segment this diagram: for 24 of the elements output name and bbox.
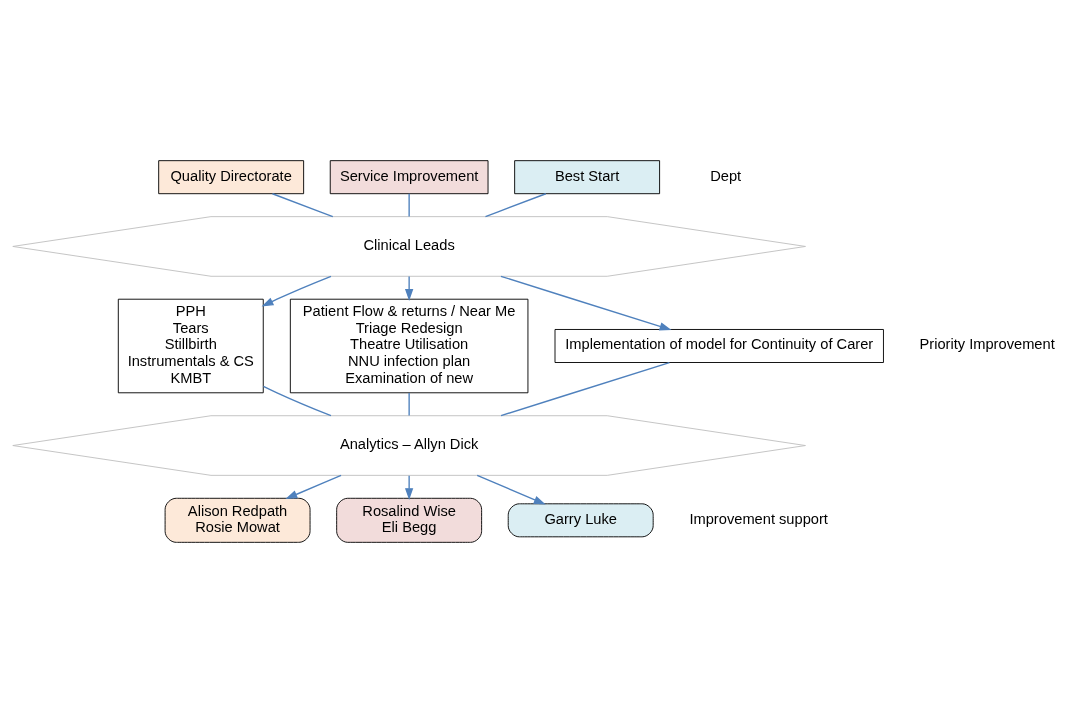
label: Dept xyxy=(710,167,742,184)
label: Improvement support xyxy=(689,510,828,527)
node-box: PPH Tears Stillbirth Instrumentals & CS KMBT xyxy=(117,298,264,394)
arrow xyxy=(404,275,414,301)
connector xyxy=(408,193,410,218)
arrow xyxy=(261,275,332,307)
arrow xyxy=(476,474,546,505)
node-box: Patient Flow & returns / Near Me Triage Redesign Theatre Utilisation NNU infection plan Examination of new xyxy=(289,298,529,394)
node-box: Rosalind Wise Eli Begg xyxy=(336,497,483,543)
node-box: Alison Redpath Rosie Mowat xyxy=(164,497,311,543)
arrow xyxy=(404,475,414,501)
arrow xyxy=(285,474,342,500)
label: Priority Improvement xyxy=(919,336,1055,353)
connector xyxy=(408,392,410,417)
node-box: Implementation of model for Continuity of Carer xyxy=(554,329,884,363)
connector xyxy=(500,361,671,417)
arrow xyxy=(500,275,672,331)
connector xyxy=(484,193,547,218)
node-box: Service Improvement xyxy=(329,160,489,195)
connector xyxy=(271,193,334,218)
node-box: Best Start xyxy=(514,160,661,195)
connector xyxy=(262,385,332,417)
node-box: Garry Luke xyxy=(507,503,654,538)
node-box: Quality Directorate xyxy=(158,160,305,195)
